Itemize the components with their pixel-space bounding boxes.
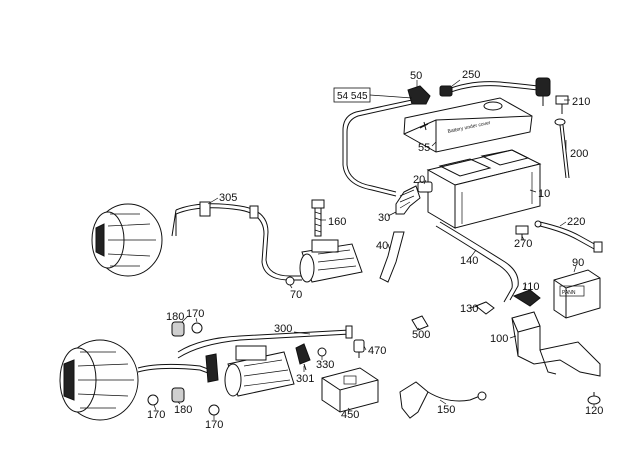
- label-30: 30: [378, 212, 390, 224]
- bracket-part-450: [321, 367, 379, 413]
- part-number-labels: 54 545 50 250 210 55 200 20 10 305 30 16…: [147, 69, 603, 431]
- screw-part-120: [587, 392, 601, 405]
- alternator-upper: [91, 203, 163, 277]
- bolt-part-160: [311, 199, 325, 237]
- label-180-lower: 180: [174, 404, 192, 416]
- label-160: 160: [328, 216, 346, 228]
- vent-hose: [379, 181, 433, 283]
- label-210: 210: [572, 96, 590, 108]
- label-50: 50: [410, 70, 422, 82]
- label-54545: 54 545: [337, 91, 368, 102]
- relay-box-part-90: PANN: [553, 269, 601, 319]
- connector-part-301: [295, 343, 311, 371]
- starter-motor-lower: [224, 345, 295, 397]
- battery: [426, 149, 542, 229]
- label-301: 301: [296, 373, 314, 385]
- cable-part-220: [534, 220, 603, 253]
- label-180-upper: 180: [166, 311, 184, 323]
- cable-part-300: [137, 325, 353, 383]
- washer-part-170: [147, 322, 220, 416]
- battery-cover: Battery under cover: [403, 97, 533, 153]
- mounting-bracket-part-100: [511, 311, 601, 377]
- label-90: 90: [572, 257, 584, 269]
- label-330: 330: [316, 359, 334, 371]
- label-100: 100: [490, 333, 508, 345]
- label-300: 300: [274, 323, 292, 335]
- label-55: 55: [418, 142, 430, 154]
- label-110: 110: [522, 281, 540, 293]
- label-70: 70: [290, 289, 302, 301]
- label-200: 200: [570, 148, 588, 160]
- nut-part-70: [285, 276, 295, 286]
- alternator-lower: [59, 339, 139, 421]
- strap-part-150: [399, 381, 487, 419]
- clamp-part-50: [407, 85, 431, 105]
- label-270: 270: [514, 238, 532, 250]
- nut-part-330: [317, 347, 327, 357]
- cable-part-305: [171, 201, 302, 281]
- label-220: 220: [567, 216, 585, 228]
- label-500: 500: [412, 329, 430, 341]
- label-170-bottom: 170: [205, 419, 223, 431]
- fuse-part-470: [353, 339, 365, 358]
- leader-lines: [153, 79, 595, 420]
- label-box-54545: [333, 87, 371, 103]
- label-40: 40: [376, 240, 388, 252]
- label-170-upper: 170: [186, 308, 204, 320]
- grommet-part-180: [171, 321, 185, 403]
- relay-part-110: [512, 289, 541, 307]
- bolt-part-210: [555, 95, 569, 114]
- label-305: 305: [219, 192, 237, 204]
- label-10: 10: [538, 188, 550, 200]
- clip-part-500: [411, 315, 429, 331]
- label-150: 150: [437, 404, 455, 416]
- label-20: 20: [413, 174, 425, 186]
- rod-part-200: [554, 118, 570, 179]
- label-450: 450: [341, 409, 359, 421]
- label-470: 470: [368, 345, 386, 357]
- label-140: 140: [460, 255, 478, 267]
- label-120: 120: [585, 405, 603, 417]
- label-250: 250: [462, 69, 480, 81]
- nut-part-130: [475, 301, 495, 315]
- starter-motor-upper: [299, 239, 363, 283]
- cable-part-250: [439, 77, 551, 106]
- relay-box-text: PANN: [562, 290, 576, 296]
- bolt-part-270: [515, 225, 529, 240]
- label-130: 130: [460, 303, 478, 315]
- label-170-lower: 170: [147, 409, 165, 421]
